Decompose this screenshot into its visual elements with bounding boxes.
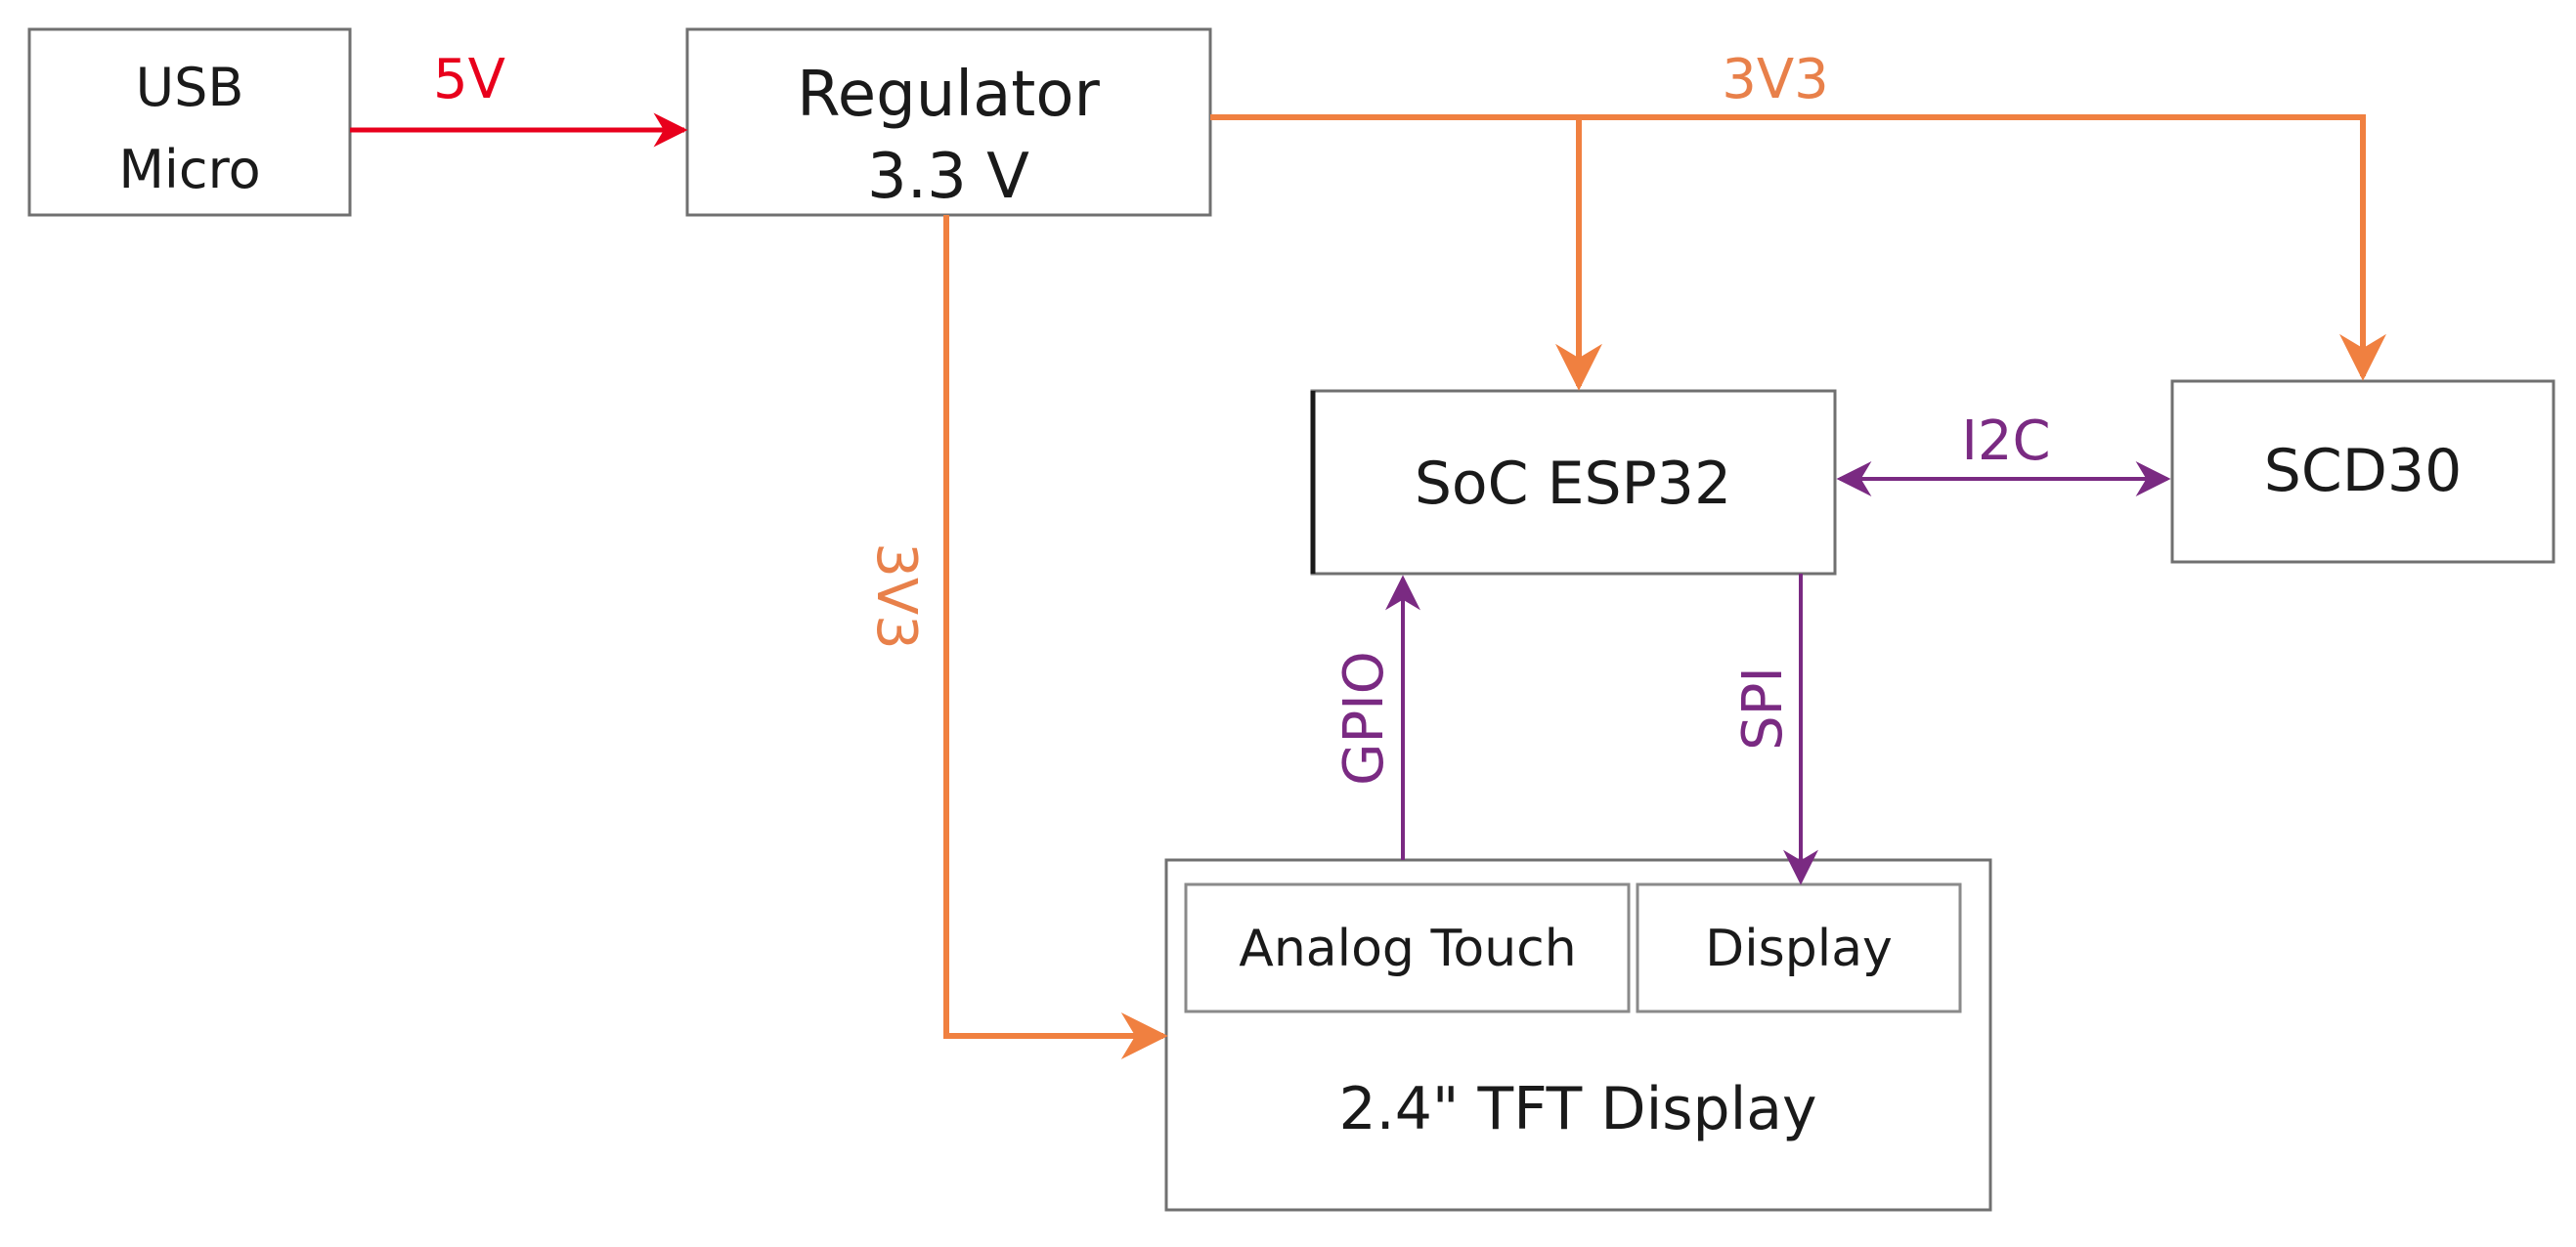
- display-subblock-box: [1636, 882, 1962, 1013]
- label-spi: SPI: [1731, 666, 1795, 751]
- connection-i2c: I2C: [1836, 409, 2171, 496]
- connection-3v3-to-tft: 3V3: [864, 215, 1168, 1059]
- regulator-block: Regulator 3.3 V: [685, 27, 1212, 217]
- soc-esp32-block: SoC ESP32: [1310, 389, 1837, 576]
- soc-esp32-box: [1310, 389, 1837, 576]
- connection-gpio: GPIO: [1332, 575, 1420, 860]
- tft-display-block: Analog Touch Display 2.4" TFT Display: [1164, 858, 1992, 1212]
- tft-display-label: 2.4" TFT Display: [1338, 1075, 1816, 1143]
- analog-touch-label: Analog Touch: [1239, 920, 1576, 978]
- wire-3v3-to-tft: [943, 215, 1168, 1059]
- regulator-box: [685, 27, 1212, 217]
- usb-micro-box: [27, 27, 352, 217]
- display-subblock-label: Display: [1705, 920, 1893, 978]
- regulator-label-line2: 3.3 V: [867, 141, 1029, 213]
- label-i2c: I2C: [1961, 409, 2050, 473]
- connection-5v: 5V: [350, 48, 688, 148]
- label-3v3-vertical: 3V3: [864, 542, 928, 650]
- label-3v3-top: 3V3: [1722, 48, 1829, 111]
- connection-3v3-top-rail: 3V3: [1210, 48, 2386, 391]
- scd30-label: SCD30: [2264, 437, 2463, 505]
- label-gpio: GPIO: [1332, 651, 1396, 786]
- usb-label-line2: Micro: [118, 139, 260, 200]
- usb-micro-block: USB Micro: [27, 27, 352, 217]
- scd30-block: SCD30: [2170, 379, 2555, 564]
- scd30-box: [2170, 379, 2555, 564]
- regulator-label-line1: Regulator: [797, 59, 1100, 131]
- connection-spi: SPI: [1731, 574, 1818, 885]
- usb-label-line1: USB: [136, 57, 244, 118]
- wire-3v3-rail: [1210, 114, 2386, 381]
- soc-esp32-label: SoC ESP32: [1415, 450, 1731, 518]
- analog-touch-box: [1184, 882, 1631, 1013]
- label-5v: 5V: [433, 48, 505, 111]
